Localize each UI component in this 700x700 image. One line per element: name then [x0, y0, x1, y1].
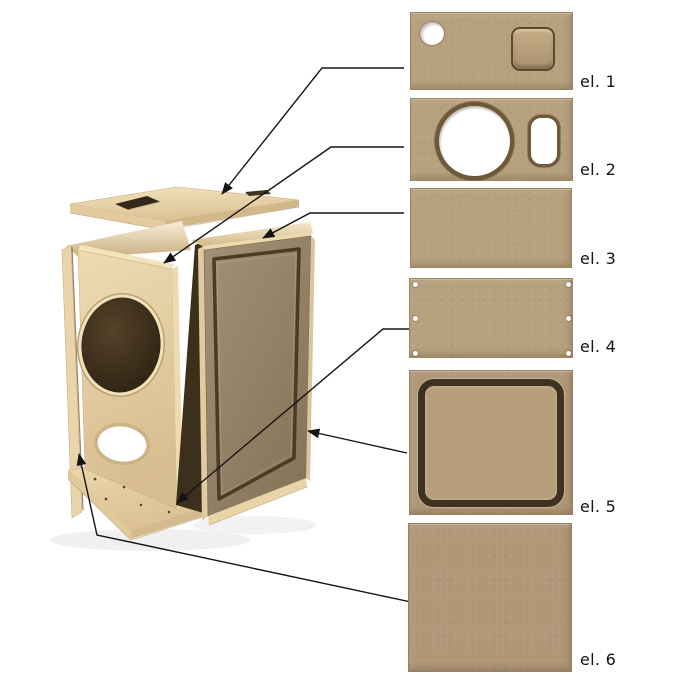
panel-label-el-3: el. 3: [580, 249, 617, 268]
panel-label-el-1: el. 1: [580, 72, 617, 91]
leader-line-el-3: [262, 212, 404, 239]
panel-label-el-2: el. 2: [580, 160, 617, 179]
panel-el-6-plain-side: [408, 523, 572, 672]
speaker-cutout: [76, 293, 166, 397]
leader-line-el-5: [307, 428, 408, 454]
panel-label-el-4: el. 4: [580, 337, 617, 356]
speaker-hole: [435, 102, 514, 180]
leader-lines: [76, 67, 412, 603]
screw-hole: [566, 351, 571, 356]
leader-line-el-6: [76, 453, 412, 603]
lid-rect-cutout: [115, 196, 161, 210]
square-recess: [511, 27, 555, 71]
port-cutout: [94, 422, 150, 466]
grooved-side-panel-3d: [198, 232, 315, 526]
screw-hole: [566, 282, 571, 287]
leader-line-el-2: [163, 146, 404, 264]
round-hole: [420, 22, 444, 45]
lid-top-panel-3d: [69, 186, 300, 231]
screw-hole: [413, 316, 418, 321]
panel-el-1-top: [410, 12, 573, 90]
panel-el-2-baffle: [410, 98, 573, 181]
side-panel-plinth: [208, 478, 307, 525]
panel-label-el-6: el. 6: [580, 650, 617, 669]
leader-line-el-4: [176, 328, 409, 504]
base-screw-holes: [92, 476, 172, 515]
panel-el-4-bottom: [409, 278, 573, 358]
lid-edge-notch: [245, 190, 271, 196]
screw-hole: [413, 282, 418, 287]
routed-groove: [418, 379, 564, 507]
ground-shadows: [50, 516, 317, 551]
leader-line-el-1: [221, 67, 404, 195]
front-baffle-3d: [76, 245, 183, 510]
port-slot-hole: [528, 115, 560, 167]
panel-el-5-grooved-side: [409, 370, 573, 515]
panel-label-el-5: el. 5: [580, 497, 617, 516]
screw-hole: [566, 316, 571, 321]
side-panel-groove: [212, 247, 301, 501]
panel-el-3-back: [410, 188, 572, 268]
screw-hole: [413, 351, 418, 356]
